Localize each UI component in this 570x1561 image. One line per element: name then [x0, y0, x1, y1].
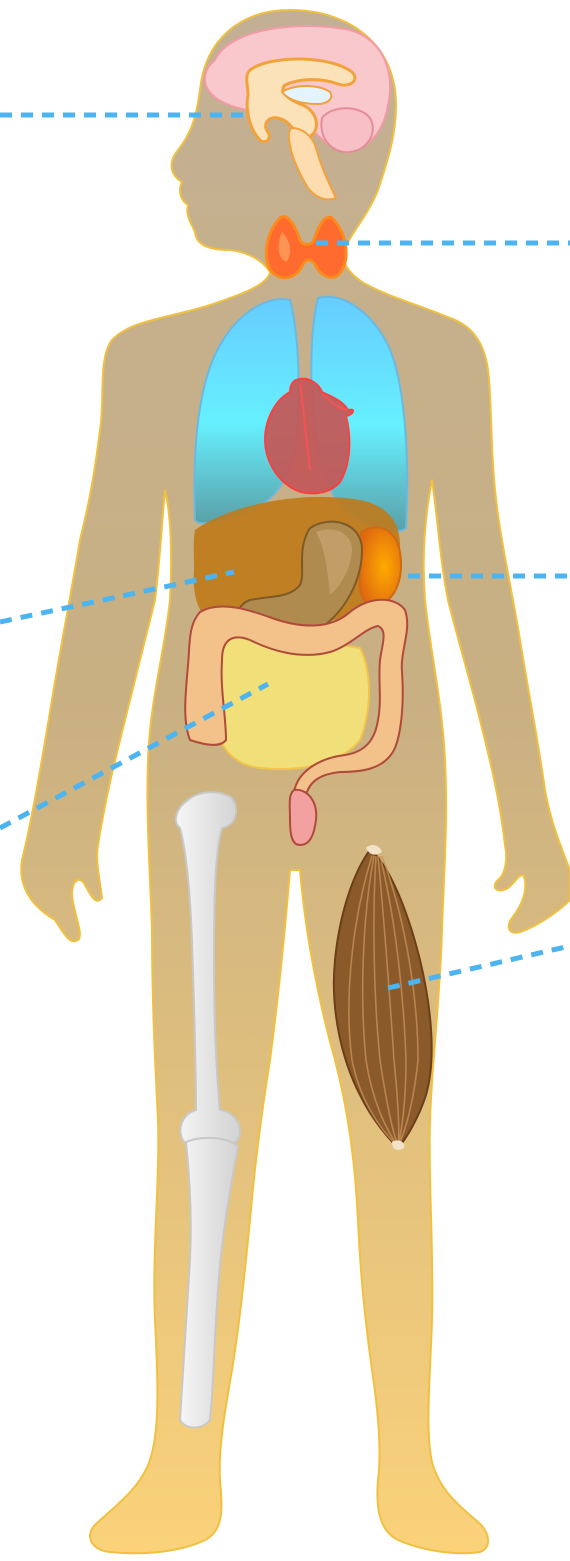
small-intestine-icon [213, 637, 369, 769]
